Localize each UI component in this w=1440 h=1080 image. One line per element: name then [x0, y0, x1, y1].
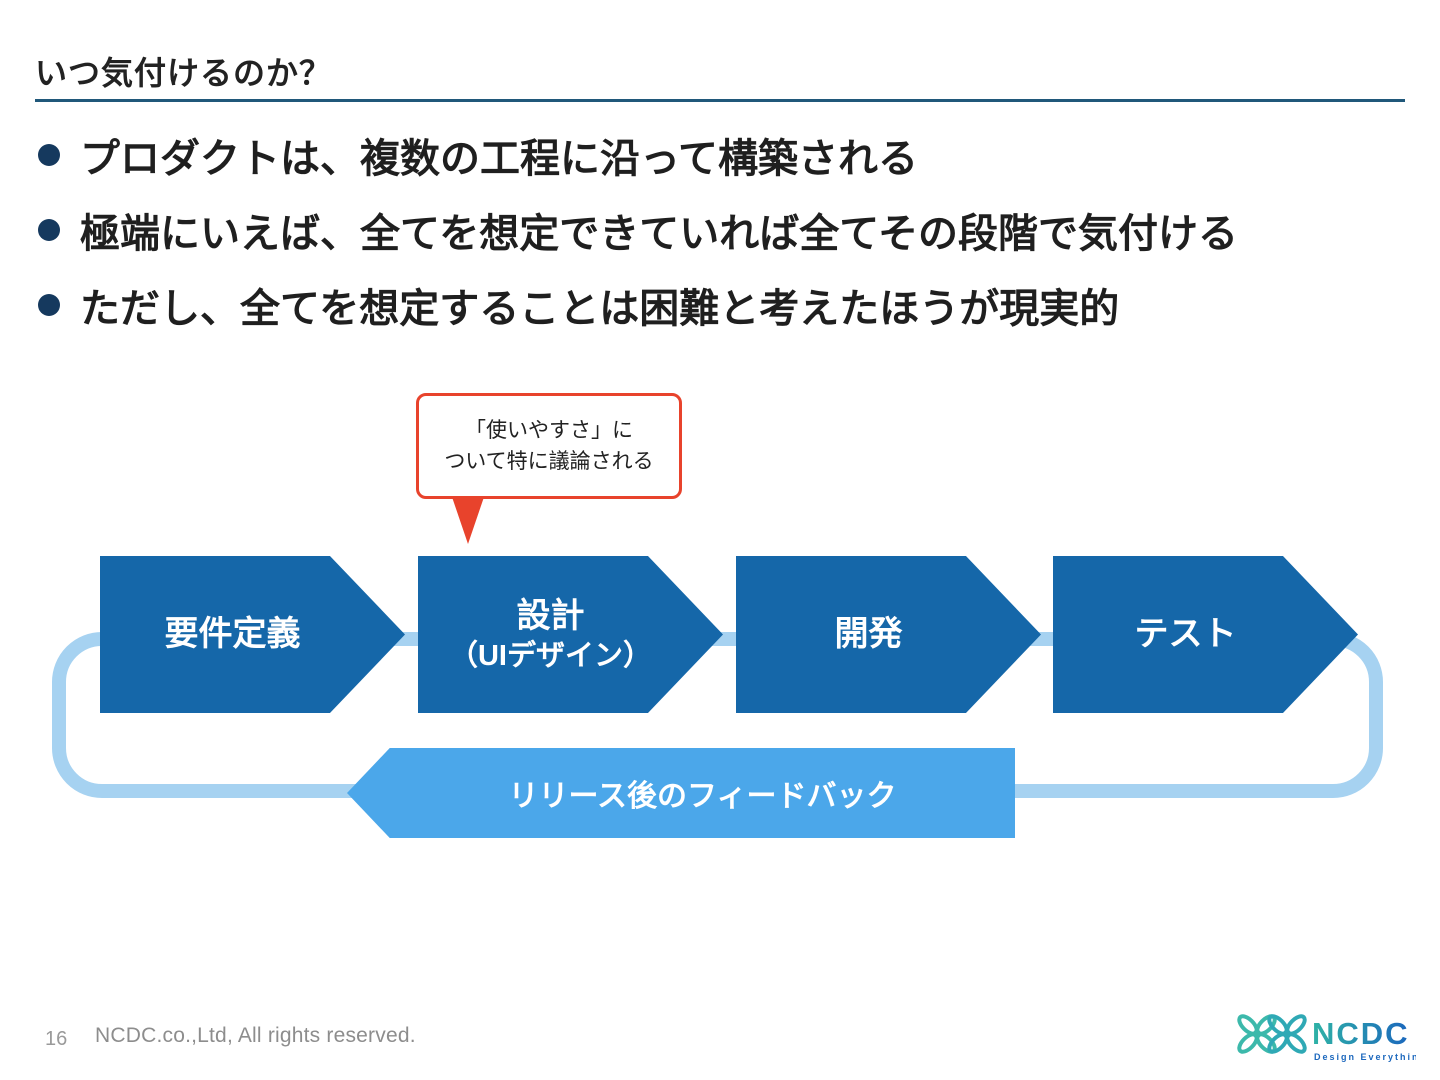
bullet-item: ただし、全てを想定することは困難と考えたほうが現実的	[38, 278, 1238, 331]
process-step-requirements: 要件定義	[100, 556, 405, 713]
process-step-test: テスト	[1053, 556, 1358, 713]
callout-pointer-icon	[452, 497, 484, 544]
logo-tagline: Design Everything	[1314, 1052, 1416, 1062]
step-sublabel: （UIデザイン）	[448, 639, 652, 672]
bullet-text: ただし、全てを想定することは困難と考えたほうが現実的	[80, 286, 1120, 331]
step-label: 設計	[516, 597, 585, 636]
bullet-text: プロダクトは、複数の工程に沿って構築される	[80, 136, 918, 181]
bullet-text: 極端にいえば、全てを想定できていれば全てその段階で気付ける	[80, 211, 1238, 256]
page-number: 16	[45, 1028, 68, 1050]
bullet-item: プロダクトは、複数の工程に沿って構築される	[38, 128, 1238, 181]
bullet-dot-icon	[38, 143, 60, 166]
logo-flower-left-icon	[1237, 1014, 1277, 1054]
process-step-development: 開発	[736, 556, 1041, 713]
slide-title: いつ気付けるのか？	[35, 55, 333, 91]
bullet-dot-icon	[38, 218, 60, 241]
logo-text: NCDC	[1312, 1016, 1410, 1051]
feedback-arrow: リリース後のフィードバック	[347, 748, 1015, 838]
callout-text-line1: 「使いやすさ」に	[465, 418, 633, 442]
step-label: 要件定義	[164, 615, 301, 654]
bullet-item: 極端にいえば、全てを想定できていれば全てその段階で気付ける	[38, 203, 1238, 256]
ncdc-logo-icon: NCDC Design Everything	[1237, 1014, 1425, 1062]
ncdc-logo: NCDC Design Everything	[1236, 1004, 1425, 1075]
feedback-label: リリース後のフィードバック	[508, 780, 897, 813]
bullet-list: プロダクトは、複数の工程に沿って構築される 極端にいえば、全てを想定できていれば…	[38, 128, 1238, 353]
title-underline	[35, 99, 1405, 102]
copyright-text: NCDC.co.,Ltd, All rights reserved.	[95, 1024, 416, 1047]
bullet-dot-icon	[38, 293, 60, 316]
logo-flower-right-icon	[1267, 1014, 1307, 1054]
step-label: 開発	[834, 615, 903, 654]
step-label: テスト	[1134, 615, 1237, 654]
callout-text-line2: ついて特に議論される	[444, 450, 654, 473]
process-step-design: 設計 （UIデザイン）	[418, 556, 723, 713]
callout-box: 「使いやすさ」に ついて特に議論される	[416, 393, 682, 499]
